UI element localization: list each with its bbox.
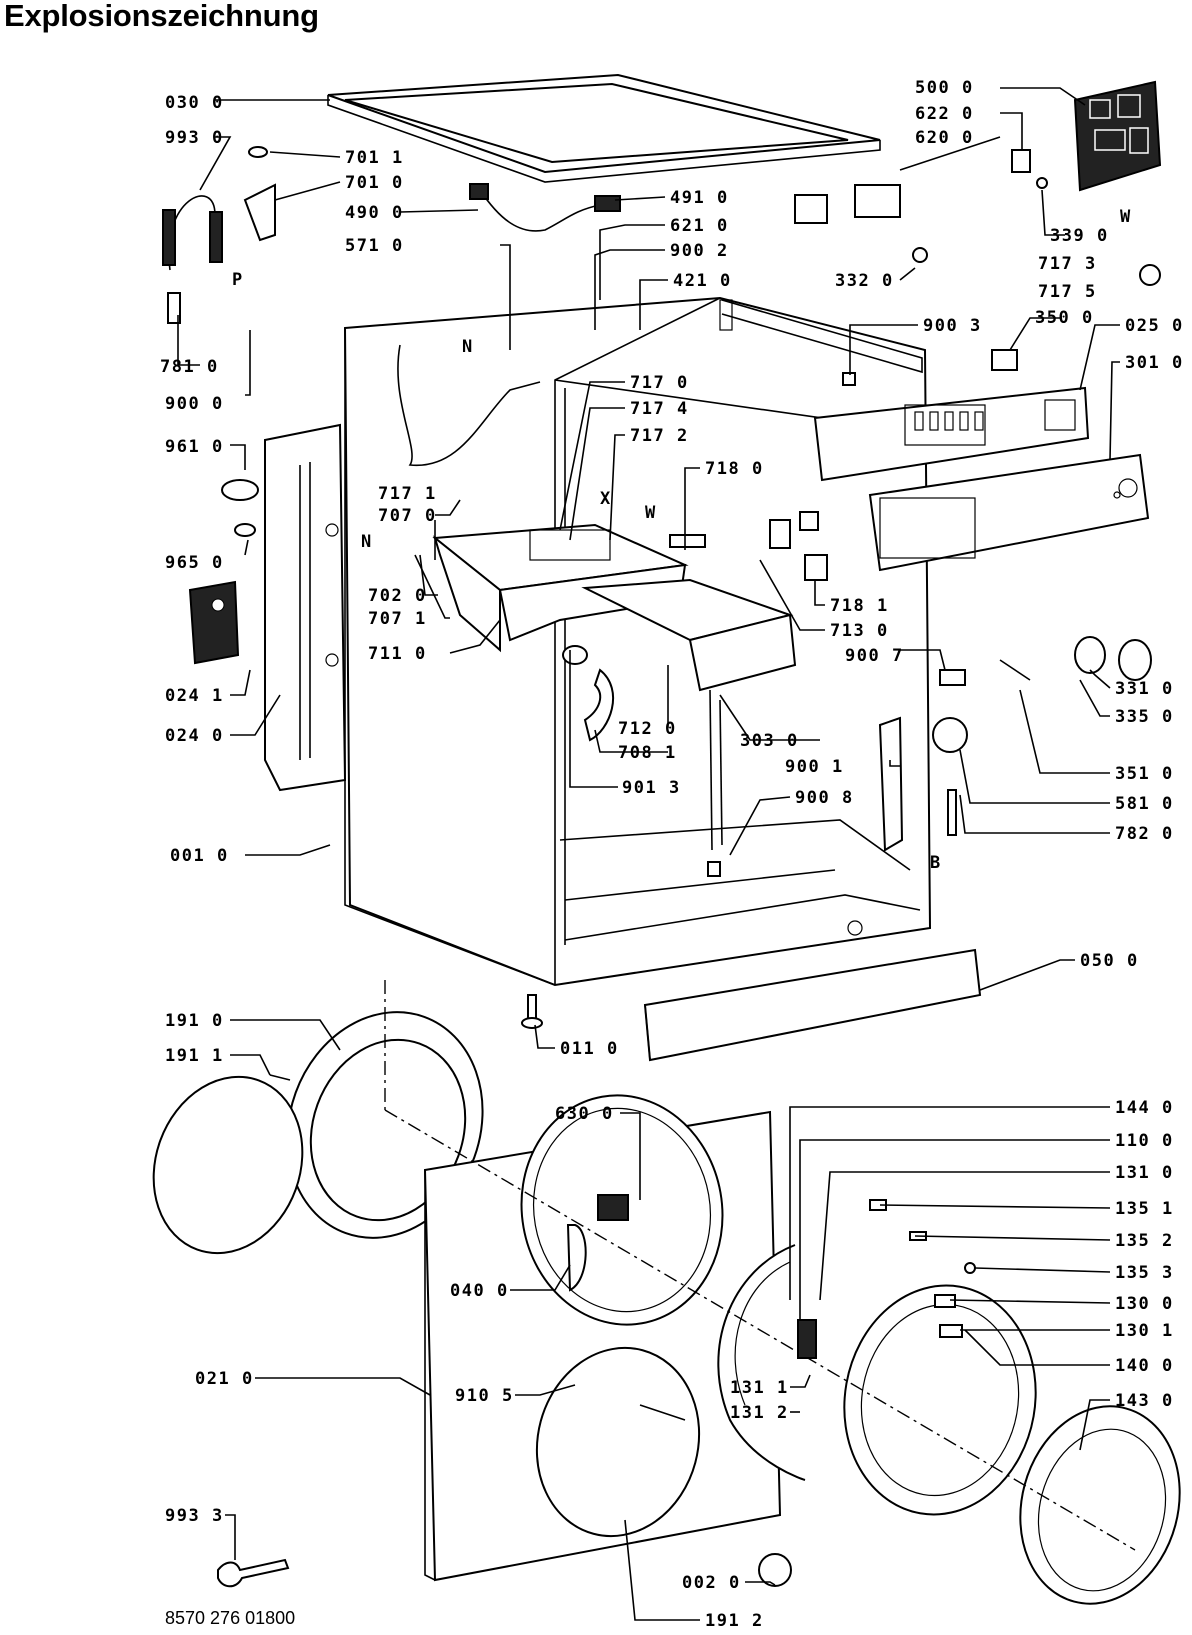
- part-label: 131 1: [730, 1378, 789, 1398]
- part-label: 491 0: [670, 188, 729, 208]
- part-label: 581 0: [1115, 794, 1174, 814]
- part-label: 712 0: [618, 719, 677, 739]
- part-label: 630 0: [555, 1104, 614, 1124]
- service-flap: [188, 580, 240, 665]
- part-label: 571 0: [345, 236, 404, 256]
- part-label: 191 2: [705, 1611, 764, 1631]
- part-label: 025 0: [1125, 316, 1184, 336]
- part-label: 717 1: [378, 484, 437, 504]
- part-label: 500 0: [915, 78, 974, 98]
- part-label: 717 3: [1038, 254, 1097, 274]
- part-label: 707 1: [368, 609, 427, 629]
- small-parts: [162, 146, 1161, 1588]
- part-label: 901 3: [622, 778, 681, 798]
- part-label: 701 0: [345, 173, 404, 193]
- part-label: 001 0: [170, 846, 229, 866]
- part-label: 622 0: [915, 104, 974, 124]
- part-label: 331 0: [1115, 679, 1174, 699]
- detergent-dispenser: [432, 523, 797, 692]
- part-label: 303 0: [740, 731, 799, 751]
- part-label: 718 1: [830, 596, 889, 616]
- part-labels: 030 0 993 0 701 1 701 0 490 0 491 0 621 …: [160, 78, 1184, 1631]
- marker-b: B: [930, 853, 942, 873]
- part-label: 002 0: [682, 1573, 741, 1593]
- part-label: 713 0: [830, 621, 889, 641]
- top-cover: [327, 73, 881, 183]
- part-label: 711 0: [368, 644, 427, 664]
- document-number: 8570 276 01800: [165, 1608, 296, 1628]
- part-label: 131 0: [1115, 1163, 1174, 1183]
- part-label: 110 0: [1115, 1131, 1174, 1151]
- part-label: 707 0: [378, 506, 437, 526]
- plinth: [643, 948, 982, 1062]
- part-label: 011 0: [560, 1039, 619, 1059]
- part-label: 339 0: [1050, 226, 1109, 246]
- marker-n-left: N: [361, 532, 373, 552]
- part-label: 965 0: [165, 553, 224, 573]
- page-title: Explosionszeichnung: [4, 0, 319, 33]
- marker-p: P: [232, 270, 244, 290]
- part-label: 620 0: [915, 128, 974, 148]
- part-label: 332 0: [835, 271, 894, 291]
- front-door-panel: [423, 1094, 782, 1582]
- part-label: 040 0: [450, 1281, 509, 1301]
- door-frame: [717, 1244, 1181, 1605]
- part-label: 421 0: [673, 271, 732, 291]
- part-label: 717 0: [630, 373, 689, 393]
- part-label: 301 0: [1125, 353, 1184, 373]
- part-label: 900 7: [845, 646, 904, 666]
- part-label: 135 2: [1115, 1231, 1174, 1251]
- control-panel: [813, 386, 1090, 482]
- electronic-module: [1073, 80, 1162, 192]
- part-label: 900 0: [165, 394, 224, 414]
- part-label: 135 1: [1115, 1199, 1174, 1219]
- part-label: 335 0: [1115, 707, 1174, 727]
- part-label: 050 0: [1080, 951, 1139, 971]
- part-label: 717 5: [1038, 282, 1097, 302]
- part-label: 024 0: [165, 726, 224, 746]
- marker-n-top: N: [462, 337, 474, 357]
- part-label: 708 1: [618, 743, 677, 763]
- part-label: 140 0: [1115, 1356, 1174, 1376]
- part-label: 191 0: [165, 1011, 224, 1031]
- part-label: 993 3: [165, 1506, 224, 1526]
- front-panel: [868, 453, 1150, 572]
- part-label: 131 2: [730, 1403, 789, 1423]
- part-label: 191 1: [165, 1046, 224, 1066]
- part-label: 021 0: [195, 1369, 254, 1389]
- part-label: 024 1: [165, 686, 224, 706]
- part-label: 910 5: [455, 1386, 514, 1406]
- part-label: 350 0: [1035, 308, 1094, 328]
- marker-w-dispenser: W: [645, 503, 657, 523]
- part-label: 130 0: [1115, 1294, 1174, 1314]
- part-label: 701 1: [345, 148, 404, 168]
- marker-w-top: W: [1120, 207, 1132, 227]
- part-label: 130 1: [1115, 1321, 1174, 1341]
- part-label: 718 0: [705, 459, 764, 479]
- part-label: 961 0: [165, 437, 224, 457]
- back-panel: [264, 423, 347, 792]
- part-label: 900 1: [785, 757, 844, 777]
- marker-x: X: [600, 489, 612, 509]
- part-label: 900 2: [670, 241, 729, 261]
- part-label: 717 2: [630, 426, 689, 446]
- part-label: 781 0: [160, 357, 219, 377]
- part-label: 351 0: [1115, 764, 1174, 784]
- part-label: 490 0: [345, 203, 404, 223]
- part-label: 135 3: [1115, 1263, 1174, 1283]
- part-label: 030 0: [165, 93, 224, 113]
- part-label: 144 0: [1115, 1098, 1174, 1118]
- part-label: 702 0: [368, 586, 427, 606]
- part-label: 900 3: [923, 316, 982, 336]
- part-label: 993 0: [165, 128, 224, 148]
- part-label: 900 8: [795, 788, 854, 808]
- part-label: 782 0: [1115, 824, 1174, 844]
- cabinet-body: [343, 296, 932, 987]
- part-label: 621 0: [670, 216, 729, 236]
- part-label: 717 4: [630, 399, 689, 419]
- leader-lines: [177, 87, 1120, 1621]
- part-label: 143 0: [1115, 1391, 1174, 1411]
